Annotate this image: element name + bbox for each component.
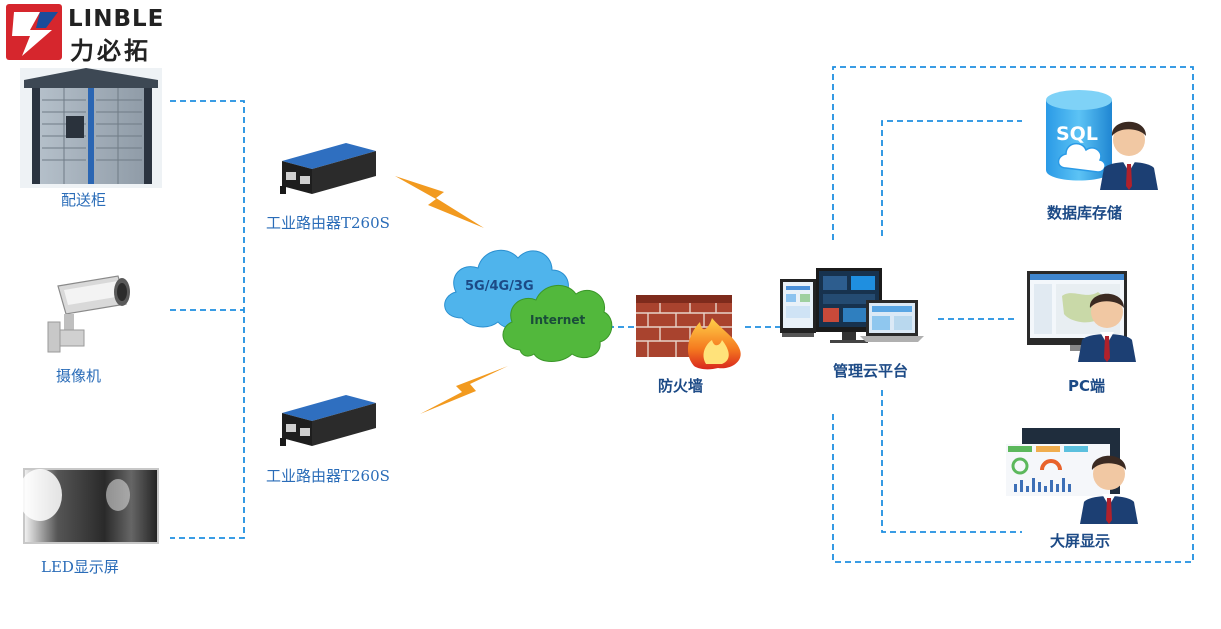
internet-cloud-icon xyxy=(502,285,613,362)
cloud-platform-label: 管理云平台 xyxy=(833,362,909,380)
logo-latin-text: LINBLE xyxy=(68,6,165,32)
internet-label: Internet xyxy=(530,313,586,327)
locker-label: 配送柜 xyxy=(61,191,107,209)
camera-icon xyxy=(47,275,130,353)
router-top-label: 工业路由器T260S xyxy=(266,214,390,232)
cellular-network-label: 5G/4G/3G xyxy=(465,279,534,294)
user-icon-database xyxy=(1100,121,1158,190)
router-bottom-label: 工业路由器T260S xyxy=(266,467,390,485)
led-display-icon xyxy=(18,468,159,544)
cloud-platform-devices-icon xyxy=(780,268,924,343)
sql-database-icon xyxy=(1046,90,1112,181)
pc-label: PC端 xyxy=(1068,377,1106,395)
router-bottom-icon xyxy=(280,395,376,446)
user-icon-pc xyxy=(1078,293,1136,362)
user-icon-big-screen xyxy=(1080,455,1138,524)
linble-logo xyxy=(6,4,62,60)
firewall-label: 防火墙 xyxy=(658,377,704,395)
sql-icon-text: SQL xyxy=(1056,123,1098,145)
big-screen-label: 大屏显示 xyxy=(1050,532,1111,550)
delivery-locker-icon xyxy=(20,68,162,188)
database-label: 数据库存储 xyxy=(1047,204,1123,222)
router-top-icon xyxy=(280,143,376,194)
logo-chinese-text: 力必拓 xyxy=(70,37,151,65)
firewall-icon xyxy=(636,295,741,370)
connection-lines xyxy=(170,66,1194,563)
camera-label: 摄像机 xyxy=(56,367,102,385)
wireless-bolt-top xyxy=(395,176,484,228)
wireless-bolt-bottom xyxy=(420,366,508,414)
led-display-label: LED显示屏 xyxy=(41,558,119,576)
